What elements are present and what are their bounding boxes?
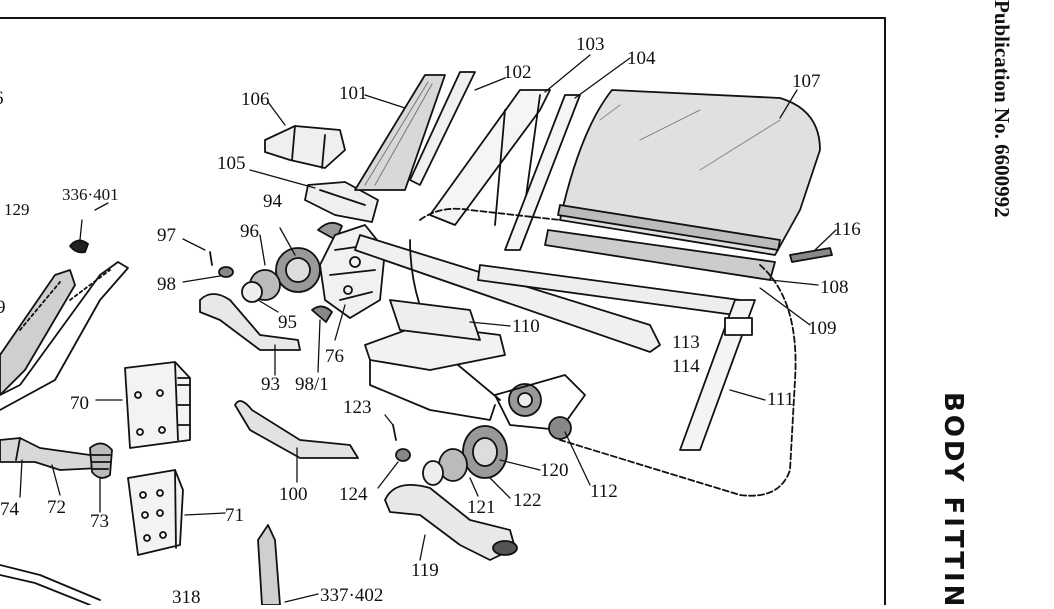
part-93-handle bbox=[199, 293, 301, 351]
callout-122: 122 bbox=[513, 490, 542, 511]
part-101-quarter-glass bbox=[354, 74, 446, 191]
callout-101: 101 bbox=[339, 83, 368, 104]
part-71-hinge bbox=[127, 469, 184, 556]
callout-110: 110 bbox=[512, 316, 540, 337]
part-100-pull-handle bbox=[234, 400, 359, 459]
callout-337-402: 337·402 bbox=[320, 585, 383, 605]
callout-116: 116 bbox=[833, 219, 861, 240]
part-123-124-screw bbox=[392, 424, 411, 462]
part-72-lever bbox=[0, 437, 101, 471]
part-107-door-glass bbox=[559, 89, 821, 256]
part-110-regulator-bar bbox=[354, 234, 741, 353]
part-105-bracket bbox=[304, 181, 379, 223]
callout-6: 6 bbox=[0, 88, 4, 109]
callout-336-401: 336·401 bbox=[62, 185, 119, 204]
callout-120: 120 bbox=[540, 460, 569, 481]
callout-112: 112 bbox=[590, 481, 618, 502]
part-108-lift-channel bbox=[544, 204, 781, 281]
part-318-strip bbox=[0, 564, 101, 605]
callout-100: 100 bbox=[279, 484, 308, 505]
callout-97: 97 bbox=[157, 225, 176, 246]
callout-71: 71 bbox=[225, 505, 244, 526]
part-70-hinge bbox=[124, 361, 191, 449]
part-119-121-regulator-handle bbox=[384, 425, 518, 561]
callout-108: 108 bbox=[820, 277, 849, 298]
callout-104: 104 bbox=[627, 48, 656, 69]
callout-111: 111 bbox=[767, 389, 794, 410]
callout-96: 96 bbox=[240, 221, 259, 242]
part-103-channel bbox=[429, 89, 551, 241]
callout-106: 106 bbox=[241, 89, 270, 110]
callout-102: 102 bbox=[503, 62, 532, 83]
part-94-96-escutcheon bbox=[241, 221, 343, 303]
callout-76: 76 bbox=[325, 346, 344, 367]
callout-123: 123 bbox=[343, 397, 372, 418]
callout-124: 124 bbox=[339, 484, 368, 505]
callout-105: 105 bbox=[217, 153, 246, 174]
section-title-margin: BODY FITTIN bbox=[930, 380, 970, 609]
callout-114: 114 bbox=[672, 356, 700, 377]
part-116-strip bbox=[789, 247, 833, 263]
callout-121: 121 bbox=[467, 497, 496, 518]
part-336-401-clip bbox=[69, 239, 89, 254]
section-title: BODY FITTIN bbox=[938, 392, 968, 609]
publication-number-margin: Publication No. 6600992 bbox=[982, 0, 1014, 605]
callout-labels: 6 129 336·401 9 106 105 101 102 103 104 … bbox=[0, 34, 861, 605]
leader-lines bbox=[19, 54, 837, 603]
callout-98-1: 98/1 bbox=[295, 374, 329, 395]
part-73-spring bbox=[89, 442, 113, 479]
part-104-channel bbox=[504, 94, 581, 251]
callout-98: 98 bbox=[157, 274, 176, 295]
callout-93: 93 bbox=[261, 374, 280, 395]
callout-103: 103 bbox=[576, 34, 605, 55]
callout-119: 119 bbox=[411, 560, 439, 581]
part-112-regulator bbox=[364, 299, 586, 440]
callout-318: 318 bbox=[172, 587, 201, 605]
part-111-arm bbox=[679, 299, 756, 451]
publication-number: Publication No. 6600992 bbox=[990, 0, 1014, 218]
callout-9: 9 bbox=[0, 297, 6, 318]
callout-70: 70 bbox=[70, 393, 89, 414]
callout-113: 113 bbox=[672, 332, 700, 353]
callout-107: 107 bbox=[792, 71, 821, 92]
part-106-bracket bbox=[264, 125, 346, 169]
callout-95: 95 bbox=[278, 312, 297, 333]
part-102-frame bbox=[409, 71, 476, 186]
callout-73: 73 bbox=[90, 511, 109, 532]
part-door-frame-left bbox=[0, 261, 129, 411]
callout-129: 129 bbox=[4, 200, 30, 219]
callout-72: 72 bbox=[47, 497, 66, 518]
callout-94: 94 bbox=[263, 191, 283, 212]
part-337-402-post bbox=[257, 524, 281, 605]
callout-74: 74 bbox=[0, 499, 20, 520]
callout-109: 109 bbox=[808, 318, 837, 339]
part-97-98-screw bbox=[209, 251, 234, 278]
